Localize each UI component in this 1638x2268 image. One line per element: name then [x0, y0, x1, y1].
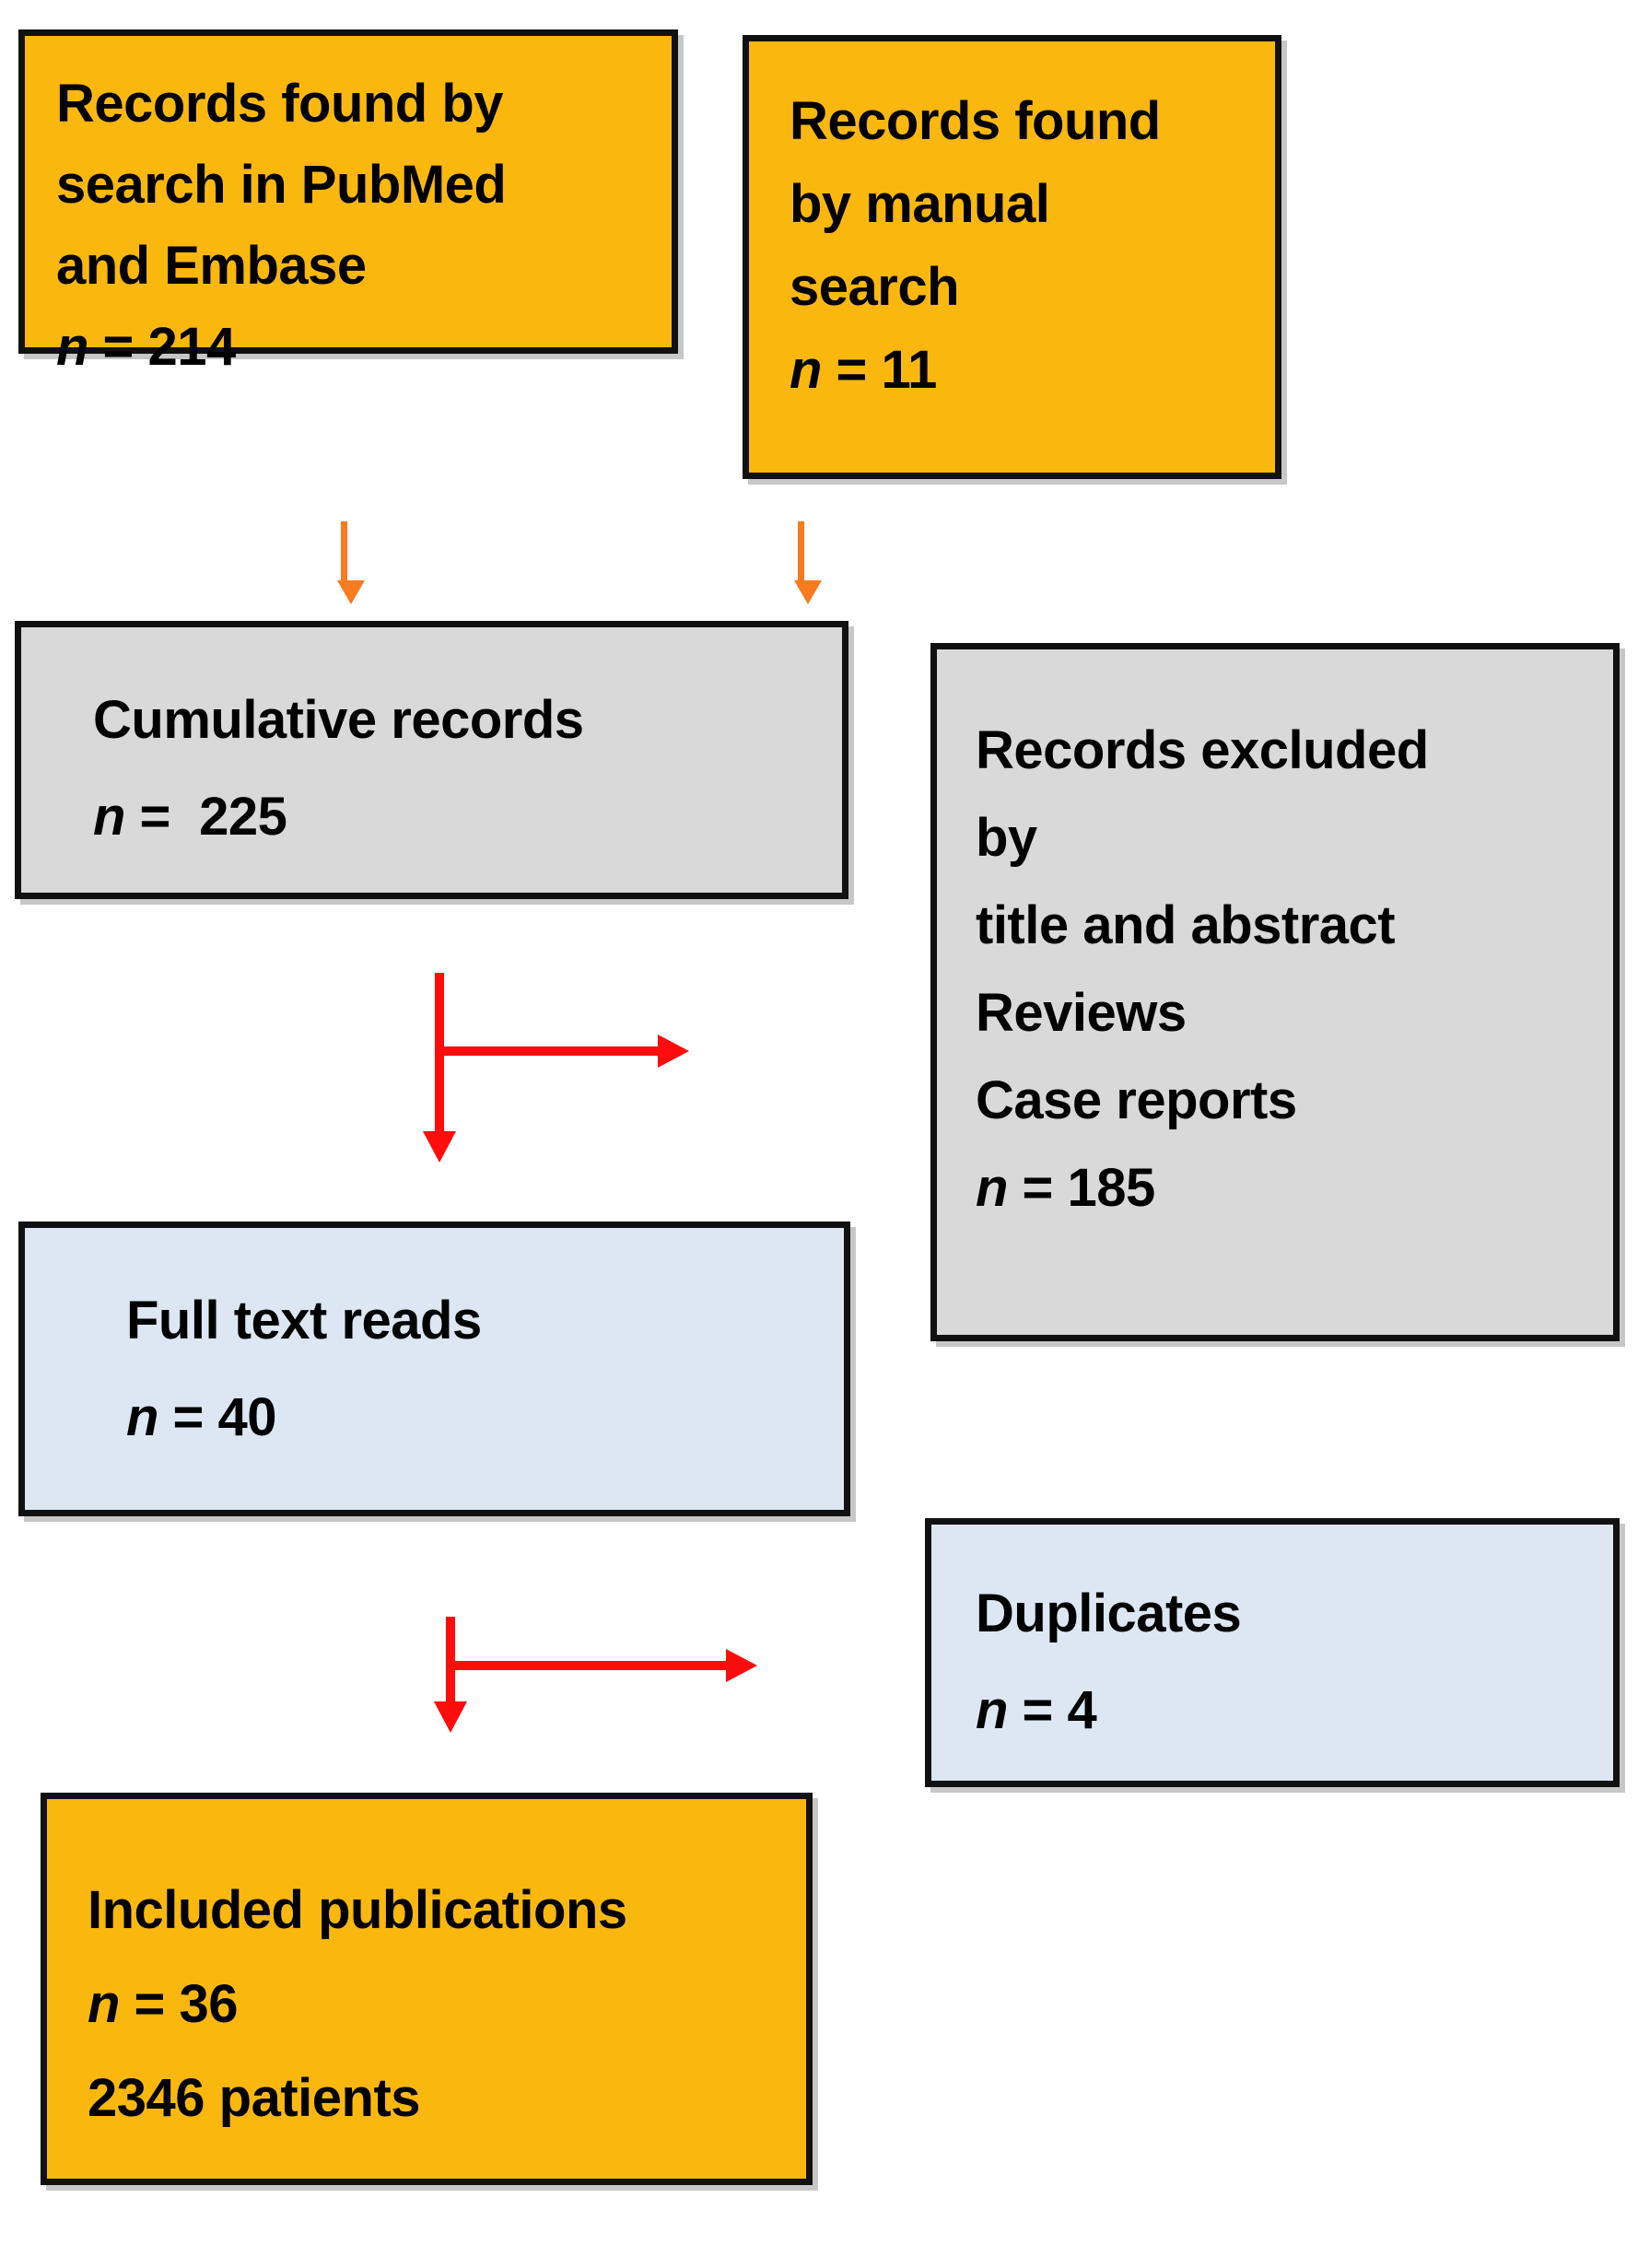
node-line: Included publications — [88, 1880, 627, 1940]
arrow-head-down-icon — [423, 1131, 456, 1163]
node-line: Reviews — [976, 983, 1187, 1043]
n-symbol: n — [93, 787, 125, 847]
connector-horizontal-stem — [435, 1046, 663, 1056]
node-line: Records found — [790, 91, 1161, 151]
node-patients-line: 2346 patients — [88, 2068, 421, 2128]
node-line: Duplicates — [976, 1584, 1242, 1643]
n-symbol: n — [88, 1974, 120, 2034]
node-included-publications: Included publications n = 36 2346 patien… — [41, 1793, 813, 2185]
node-line: Records found by — [56, 74, 504, 134]
n-symbol: n — [56, 317, 88, 377]
node-line: Case reports — [976, 1070, 1297, 1130]
node-cumulative-records: Cumulative records n = 225 — [15, 621, 848, 899]
n-symbol: n — [790, 340, 822, 400]
node-line: title and abstract — [976, 895, 1396, 955]
n-symbol: n — [976, 1680, 1008, 1740]
arrow-head-right-icon — [726, 1649, 757, 1682]
n-value: = 214 — [88, 317, 237, 377]
node-line: by — [976, 808, 1037, 868]
node-count-line: n = 214 — [56, 307, 640, 388]
arrow-head-down-icon — [794, 580, 822, 604]
node-line: and Embase — [56, 236, 367, 296]
connector-vertical-stem — [435, 973, 444, 1139]
n-value: = 11 — [821, 340, 938, 400]
arrow-stem — [341, 521, 347, 588]
connector-horizontal-stem — [446, 1661, 731, 1670]
node-count-line: n = 36 — [88, 1958, 775, 2052]
n-value: = 4 — [1007, 1680, 1097, 1740]
arrow-head-down-icon — [337, 580, 365, 604]
n-value: = 40 — [158, 1387, 277, 1447]
node-line: Cumulative records — [93, 690, 584, 750]
arrow-head-right-icon — [658, 1035, 689, 1068]
node-count-line: n = 40 — [126, 1369, 813, 1466]
n-value: = 225 — [124, 787, 287, 847]
node-count-line: n = 4 — [976, 1662, 1582, 1759]
node-full-text-reads: Full text reads n = 40 — [18, 1222, 850, 1516]
n-value: = 185 — [1007, 1158, 1156, 1218]
arrow-stem — [798, 521, 804, 588]
node-line: by manual — [790, 174, 1050, 234]
node-records-excluded: Records excluded by title and abstract R… — [930, 643, 1620, 1341]
node-records-found-manual-search: Records found by manual search n = 11 — [743, 35, 1281, 479]
node-count-line: n = 225 — [93, 768, 811, 865]
node-line: Records excluded — [976, 720, 1429, 780]
node-duplicates: Duplicates n = 4 — [925, 1518, 1620, 1787]
n-value: = 36 — [119, 1974, 239, 2034]
n-symbol: n — [976, 1158, 1008, 1218]
node-line: Full text reads — [126, 1291, 482, 1350]
node-count-line: n = 11 — [790, 329, 1244, 412]
node-records-found-pubmed-embase: Records found by search in PubMed and Em… — [18, 29, 678, 377]
node-line: search in PubMed — [56, 155, 507, 215]
n-symbol: n — [126, 1387, 158, 1447]
arrow-head-down-icon — [434, 1701, 467, 1733]
node-count-line: n = 185 — [976, 1144, 1582, 1232]
node-line: search — [790, 257, 960, 317]
